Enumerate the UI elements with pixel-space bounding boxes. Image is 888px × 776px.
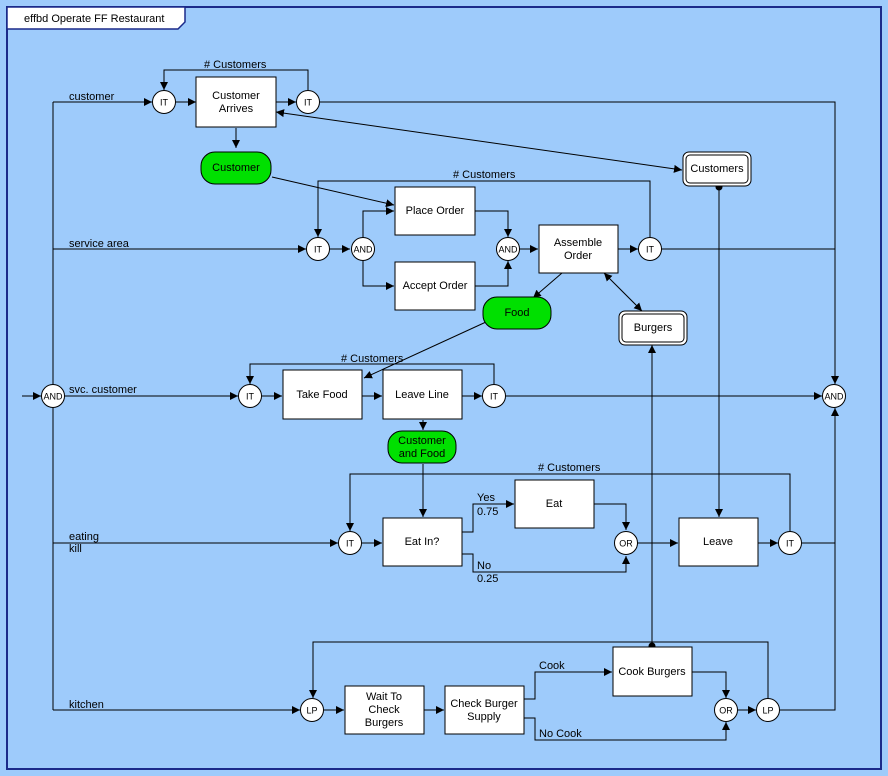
connectors bbox=[22, 69, 839, 741]
function-customer-arrives[interactable]: Customer Arrives bbox=[195, 76, 277, 128]
resource-label: Burgers bbox=[634, 322, 673, 334]
function-label: Supply bbox=[467, 711, 501, 723]
edge-label-no-cook: No Cook bbox=[539, 728, 582, 740]
branch-label-eating: eating bbox=[69, 531, 99, 543]
branch-label-kitchen: kitchen bbox=[69, 699, 104, 711]
function-assemble-order[interactable]: Assemble Order bbox=[538, 224, 619, 274]
function-label: Cook Burgers bbox=[618, 666, 686, 678]
function-label: Place Order bbox=[406, 205, 465, 217]
node-or-kitchen[interactable]: OR bbox=[714, 698, 738, 722]
item-customer-and-food[interactable]: Customer and Food bbox=[387, 430, 457, 464]
node-lp-kitchen-start[interactable]: LP bbox=[300, 698, 324, 722]
function-take-food[interactable]: Take Food bbox=[282, 369, 363, 420]
svg-text:LP: LP bbox=[306, 705, 317, 715]
node-it-svc-start[interactable]: IT bbox=[238, 384, 262, 408]
resource-label: Customers bbox=[690, 163, 744, 175]
svg-text:IT: IT bbox=[304, 97, 313, 107]
svg-text:IT: IT bbox=[346, 538, 355, 548]
node-it-eating-start[interactable]: IT bbox=[338, 531, 362, 555]
node-or-eating[interactable]: OR bbox=[614, 531, 638, 555]
loop-label-customers: # Customers bbox=[453, 169, 516, 181]
svg-text:IT: IT bbox=[246, 391, 255, 401]
function-label: Eat In? bbox=[405, 536, 440, 548]
function-label: Burgers bbox=[365, 717, 404, 729]
diagram-title: effbd Operate FF Restaurant bbox=[24, 13, 164, 25]
node-it-service-start[interactable]: IT bbox=[306, 237, 330, 261]
edge-label-yes: Yes bbox=[477, 492, 495, 504]
svg-text:IT: IT bbox=[490, 391, 499, 401]
function-label: Wait To bbox=[366, 691, 402, 703]
branch-label-kill: kill bbox=[69, 543, 82, 555]
edge-label-no: No bbox=[477, 560, 491, 572]
svg-text:LP: LP bbox=[762, 705, 773, 715]
node-it-eating-end[interactable]: IT bbox=[778, 531, 802, 555]
function-label: Accept Order bbox=[403, 280, 468, 292]
function-label: Order bbox=[564, 250, 592, 262]
function-accept-order[interactable]: Accept Order bbox=[394, 261, 476, 311]
item-customer[interactable]: Customer bbox=[200, 151, 272, 185]
function-wait-to-check-burgers[interactable]: Wait To Check Burgers bbox=[344, 685, 425, 735]
function-leave-line[interactable]: Leave Line bbox=[382, 369, 463, 420]
function-eat-in[interactable]: Eat In? bbox=[382, 517, 463, 567]
svg-text:IT: IT bbox=[646, 244, 655, 254]
svg-text:AND: AND bbox=[824, 391, 844, 401]
node-it-customer-end[interactable]: IT bbox=[296, 90, 320, 114]
function-label: Take Food bbox=[296, 389, 347, 401]
svg-text:AND: AND bbox=[353, 244, 373, 254]
function-label: Leave bbox=[703, 536, 733, 548]
branch-label-customer: customer bbox=[69, 91, 115, 103]
svg-text:IT: IT bbox=[314, 244, 323, 254]
edge-label-cook: Cook bbox=[539, 660, 565, 672]
item-label: Customer bbox=[212, 162, 260, 174]
node-and-order-join[interactable]: AND bbox=[496, 237, 520, 261]
loop-label-customers: # Customers bbox=[538, 462, 601, 474]
branch-label-service-area: service area bbox=[69, 238, 130, 250]
title-tab bbox=[6, 6, 186, 30]
function-label: Check bbox=[368, 704, 400, 716]
item-label: Food bbox=[504, 307, 529, 319]
resource-customers[interactable]: Customers bbox=[682, 151, 752, 187]
function-label: Eat bbox=[546, 498, 563, 510]
svg-text:AND: AND bbox=[498, 244, 518, 254]
item-food[interactable]: Food bbox=[482, 296, 552, 330]
node-it-customer-start[interactable]: IT bbox=[152, 90, 176, 114]
node-and-order-split[interactable]: AND bbox=[351, 237, 375, 261]
loop-label-customers: # Customers bbox=[204, 59, 267, 71]
node-it-service-end[interactable]: IT bbox=[638, 237, 662, 261]
item-label: Customer bbox=[398, 435, 446, 447]
function-leave[interactable]: Leave bbox=[678, 517, 759, 567]
node-and-start[interactable]: AND bbox=[41, 384, 65, 408]
svg-text:OR: OR bbox=[719, 705, 733, 715]
branch-label-svc-customer: svc. customer bbox=[69, 384, 137, 396]
item-label: and Food bbox=[399, 448, 445, 460]
svg-text:OR: OR bbox=[619, 538, 633, 548]
function-cook-burgers[interactable]: Cook Burgers bbox=[612, 646, 693, 697]
function-label: Check Burger bbox=[450, 698, 518, 710]
svg-text:AND: AND bbox=[43, 391, 63, 401]
function-label: Assemble bbox=[554, 237, 602, 249]
node-and-end[interactable]: AND bbox=[822, 384, 846, 408]
edge-label-yes-probability: 0.75 bbox=[477, 506, 498, 518]
edge-label-no-probability: 0.25 bbox=[477, 573, 498, 585]
function-label: Customer bbox=[212, 90, 260, 102]
resource-burgers[interactable]: Burgers bbox=[618, 310, 688, 346]
node-it-svc-end[interactable]: IT bbox=[482, 384, 506, 408]
function-label: Arrives bbox=[219, 103, 254, 115]
loop-label-customers: # Customers bbox=[341, 353, 404, 365]
svg-text:IT: IT bbox=[786, 538, 795, 548]
svg-text:IT: IT bbox=[160, 97, 169, 107]
node-lp-kitchen-end[interactable]: LP bbox=[756, 698, 780, 722]
diagram-frame bbox=[6, 6, 882, 770]
function-label: Leave Line bbox=[395, 389, 449, 401]
function-place-order[interactable]: Place Order bbox=[394, 186, 476, 236]
function-eat[interactable]: Eat bbox=[514, 479, 595, 529]
function-check-burger-supply[interactable]: Check Burger Supply bbox=[444, 685, 525, 735]
